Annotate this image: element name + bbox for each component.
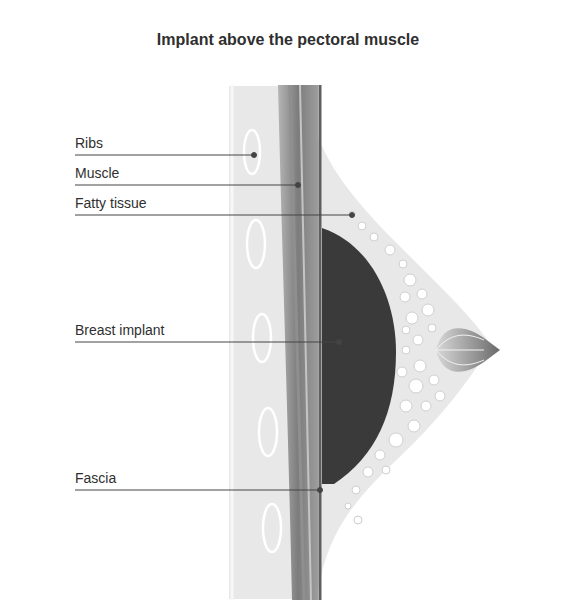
breast-implant — [322, 228, 396, 484]
leader-lines — [75, 153, 355, 493]
part-label: Fascia — [75, 470, 116, 486]
part-label: Ribs — [75, 135, 103, 151]
part-label: Breast implant — [75, 322, 164, 338]
fatty-tissue — [345, 211, 445, 524]
diagram-title: Implant above the pectoral muscle — [157, 30, 419, 50]
part-label: Muscle — [75, 165, 119, 181]
part-label: Fatty tissue — [75, 195, 147, 211]
ribs — [244, 130, 281, 552]
nipple — [436, 328, 500, 372]
